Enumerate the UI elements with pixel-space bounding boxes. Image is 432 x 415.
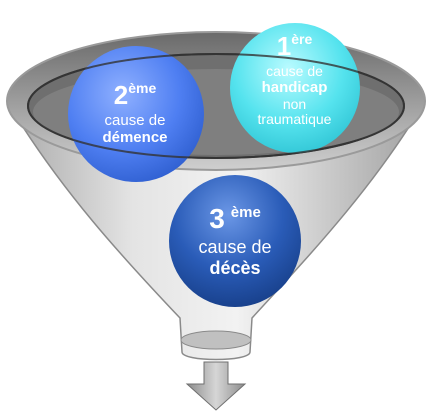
handicap-label: 1ère cause de handicap non traumatique <box>232 31 357 128</box>
dementia-rank: 2 <box>113 80 129 110</box>
deaths-line2: décès <box>209 257 261 278</box>
circle-deaths <box>169 175 301 307</box>
handicap-line2: handicap <box>261 78 328 96</box>
deaths-suffix: ème <box>230 204 261 221</box>
handicap-suffix: ère <box>291 31 313 47</box>
handicap-line4: traumatique <box>257 111 332 128</box>
deaths-rank: 3 <box>209 203 225 234</box>
handicap-line3: non <box>282 95 307 112</box>
deaths-line1: cause de <box>198 237 272 258</box>
down-arrow-icon <box>185 361 247 411</box>
deaths-label: 3 ème cause de décès <box>170 203 300 278</box>
dementia-line2: démence <box>102 128 168 146</box>
handicap-rank: 1 <box>276 31 292 61</box>
dementia-line1: cause de <box>104 112 166 130</box>
dementia-label: 2ème cause de démence <box>70 80 200 147</box>
funnel-neck <box>180 330 252 350</box>
handicap-line1: cause de <box>266 63 323 80</box>
dementia-suffix: ème <box>128 80 157 96</box>
